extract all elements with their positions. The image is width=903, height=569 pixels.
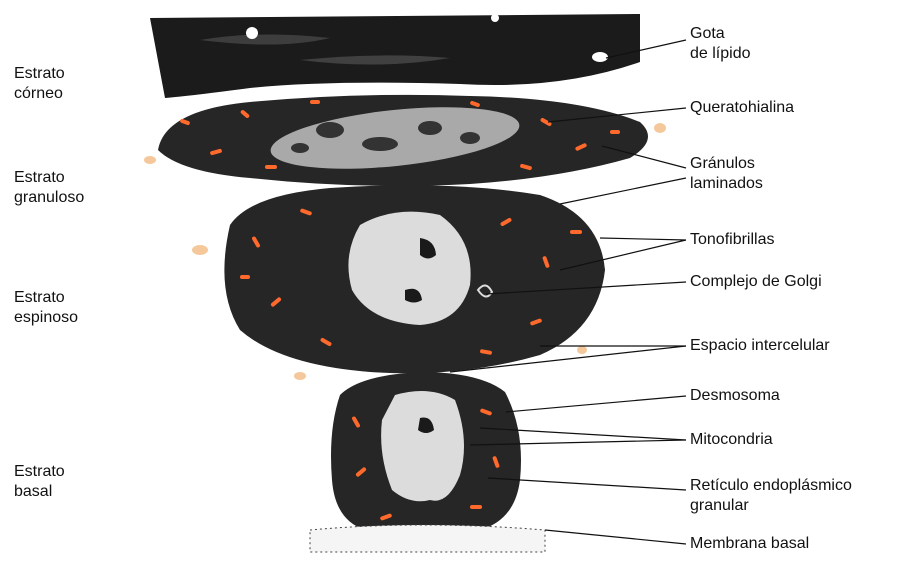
label-stratum-corneum: Estrato córneo: [14, 64, 65, 104]
stratum-basale-cell: [331, 372, 521, 535]
label-line: granuloso: [14, 188, 84, 208]
label-line: Retículo endoplásmico: [690, 476, 852, 496]
basal-nucleus: [381, 391, 464, 501]
label-line: granular: [690, 496, 852, 516]
stratum-spinosum-cell: [192, 185, 605, 380]
lipid-drop-small: [246, 27, 258, 39]
label-lamellar-granules: Gránulos laminados: [690, 154, 763, 194]
label-rer: Retículo endoplásmico granular: [690, 476, 852, 516]
label-intercellular-space: Espacio intercelular: [690, 336, 830, 356]
label-line: Gránulos: [690, 154, 763, 174]
label-stratum-spinosum: Estrato espinoso: [14, 288, 78, 328]
label-mitochondria: Mitocondria: [690, 430, 773, 450]
label-stratum-basale: Estrato basal: [14, 462, 65, 502]
label-tonofibrils: Tonofibrillas: [690, 230, 774, 250]
label-line: Gota: [690, 24, 751, 44]
label-line: Estrato: [14, 168, 84, 188]
label-line: Estrato: [14, 462, 65, 482]
label-basement-membrane: Membrana basal: [690, 534, 809, 554]
lipid-drop: [592, 52, 608, 62]
label-lipid-drop: Gota de lípido: [690, 24, 751, 64]
stratum-granulosum-cell: [144, 95, 666, 186]
stratum-corneum: [150, 14, 640, 98]
label-line: córneo: [14, 84, 65, 104]
label-line: de lípido: [690, 44, 751, 64]
label-stratum-granulosum: Estrato granuloso: [14, 168, 84, 208]
basement-membrane: [310, 525, 545, 552]
label-line: laminados: [690, 174, 763, 194]
label-line: espinoso: [14, 308, 78, 328]
label-golgi: Complejo de Golgi: [690, 272, 822, 292]
label-keratohyalin: Queratohialina: [690, 98, 794, 118]
label-line: basal: [14, 482, 65, 502]
label-line: Estrato: [14, 64, 65, 84]
label-desmosome: Desmosoma: [690, 386, 780, 406]
label-line: Estrato: [14, 288, 78, 308]
